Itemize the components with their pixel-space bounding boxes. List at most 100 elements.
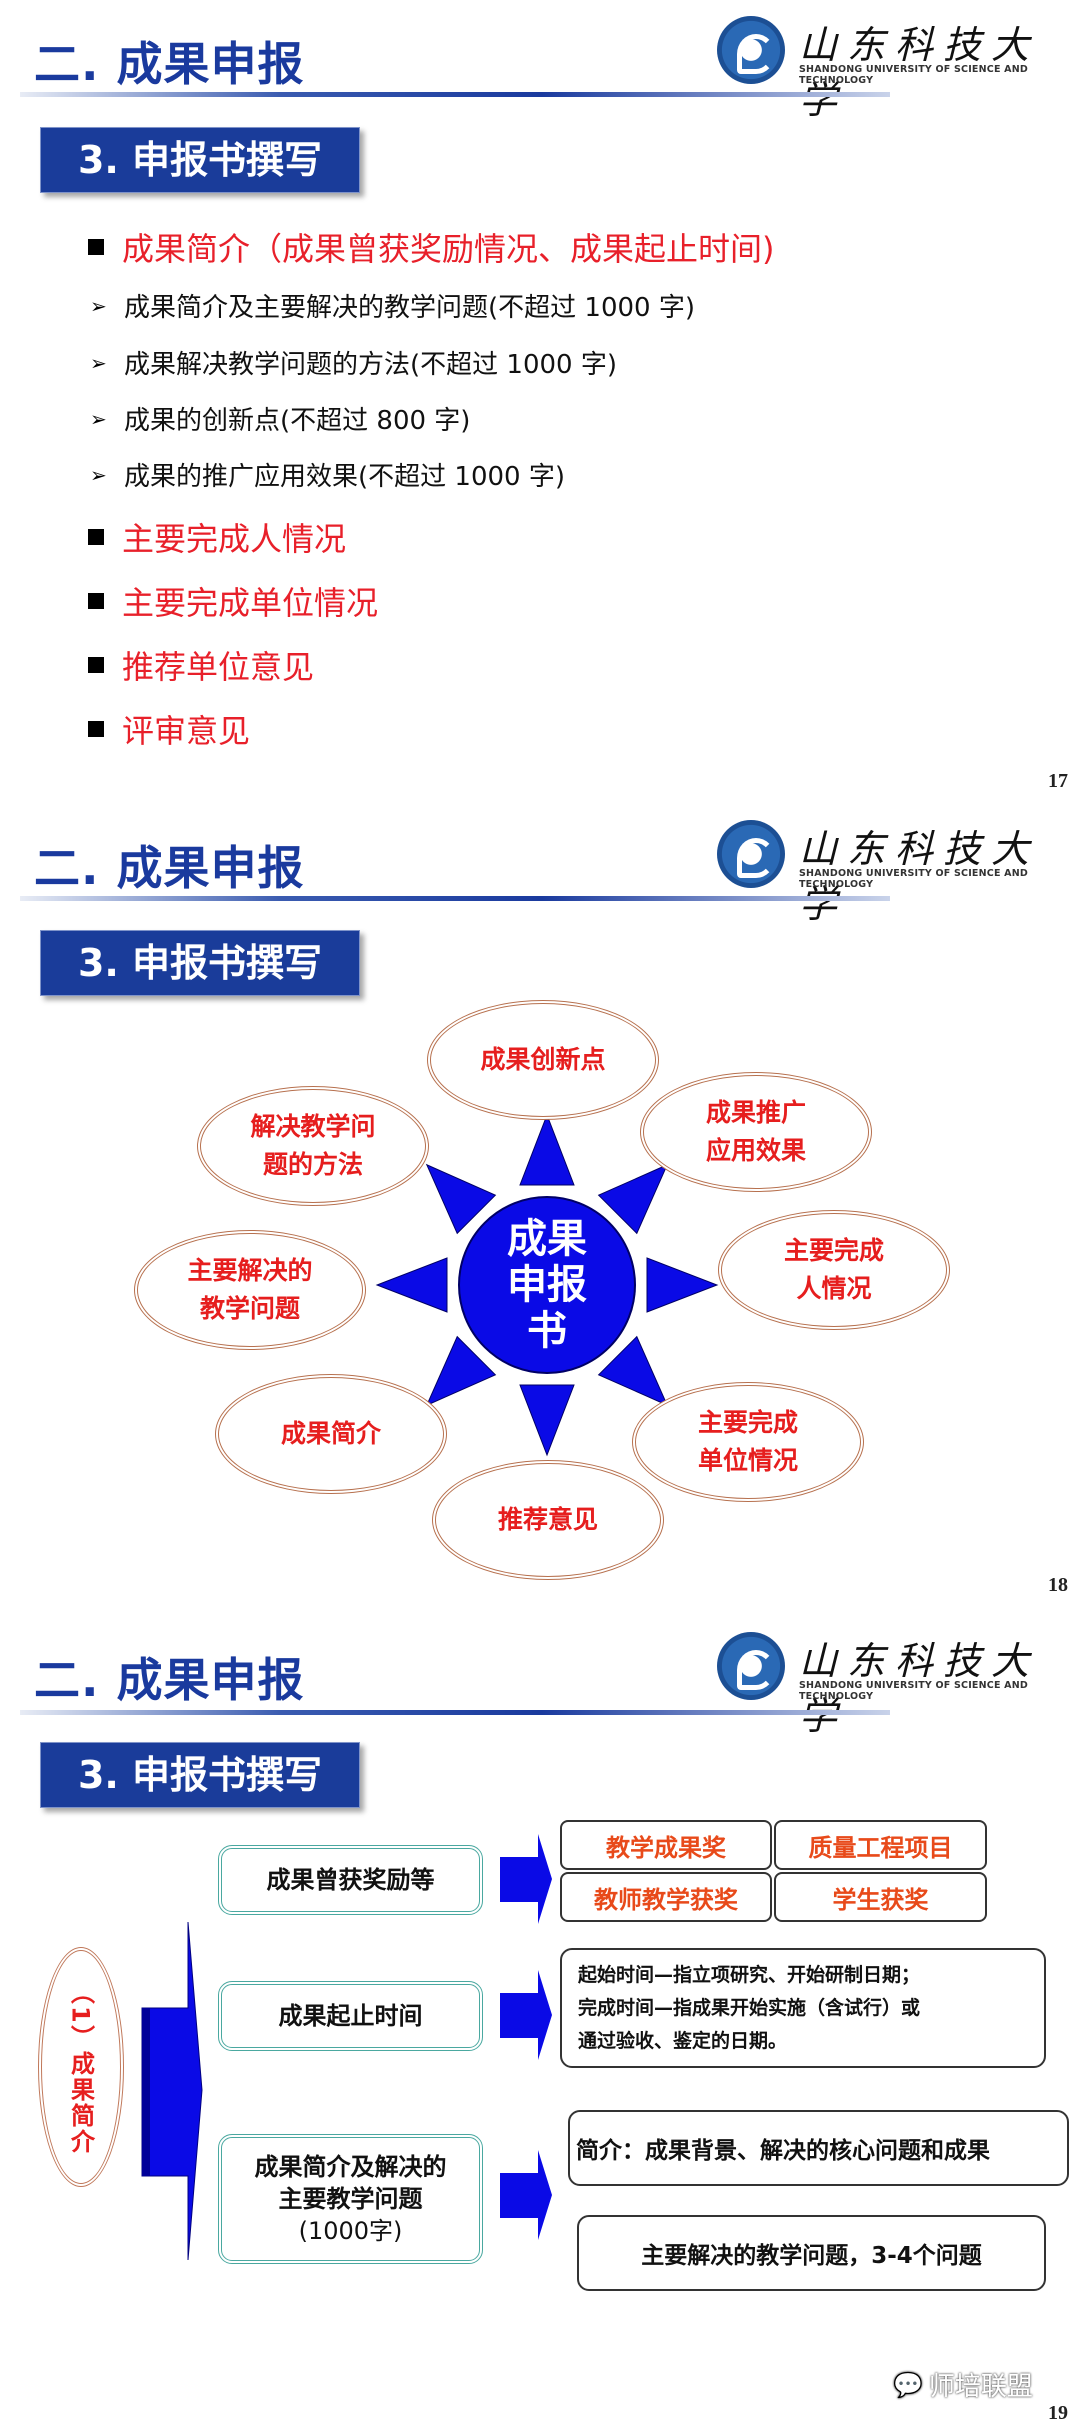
page-number: 19 xyxy=(1048,2402,1068,2424)
root-node: （1）成果简介 xyxy=(38,1947,124,2187)
branch-text: 成果曾获奖励等 xyxy=(266,1866,435,1894)
period-line: 完成时间—指成果开始实施（含试行）或 xyxy=(578,1996,921,2019)
arrow-bullet-icon: ➢ xyxy=(90,406,107,431)
root-text: （1）成果简介 xyxy=(66,1979,95,2155)
arrow-right-icon xyxy=(500,1834,552,1924)
sub-bullet-item: ➢成果简介及主要解决的教学问题(不超过 1000 字) xyxy=(90,287,695,324)
pointer-triangle xyxy=(597,1335,669,1407)
node-innovation: 成果创新点 xyxy=(427,1000,659,1120)
bracket-arrow-icon xyxy=(141,1921,203,2261)
logo-chinese-name: 山东科技大学 xyxy=(799,827,1040,926)
intro-description: 简介：成果背景、解决的核心问题和成果 xyxy=(568,2110,1069,2186)
node-text: 成果简介 xyxy=(280,1419,381,1448)
branch-text: (1000字) xyxy=(298,2217,403,2245)
node-text: 应用效果 xyxy=(705,1136,806,1165)
university-logo: 山东科技大学 SHANDONG UNIVERSITY OF SCIENCE AN… xyxy=(717,1630,1067,1738)
node-text: 推荐意见 xyxy=(497,1505,598,1534)
title-divider xyxy=(20,896,890,901)
pointer-triangle xyxy=(519,1384,575,1457)
arrow-bullet-icon: ➢ xyxy=(90,462,107,487)
bullet-item: 推荐单位意见 xyxy=(88,642,314,688)
pointer-triangle xyxy=(646,1257,719,1313)
bullet-text: 成果的推广应用效果(不超过 1000 字) xyxy=(124,462,565,492)
bullet-text: 成果简介（成果曾获奖励情况、成果起止时间) xyxy=(122,230,775,268)
sub-bullet-item: ➢ 成果的推广应用效果(不超过 1000 字) xyxy=(90,456,565,493)
node-text: 解决教学问 xyxy=(250,1112,376,1141)
period-line: 起始时间—指立项研究、开始研制日期； xyxy=(578,1963,921,1986)
title-divider xyxy=(20,1710,890,1715)
bullet-text: 成果解决教学问题的方法(不超过 1000 字) xyxy=(124,350,617,380)
center-text: 成果 xyxy=(507,1216,587,1262)
wechat-icon: 💬 xyxy=(893,2370,923,2399)
award-tag: 学生获奖 xyxy=(774,1872,987,1922)
center-text: 书 xyxy=(527,1308,567,1354)
square-bullet-icon xyxy=(88,239,104,255)
branch-awards: 成果曾获奖励等 xyxy=(218,1845,483,1915)
subsection-title: 3. 申报书撰写 xyxy=(40,1742,360,1808)
period-line: 通过验收、鉴定的日期。 xyxy=(578,2029,788,2052)
pointer-triangle xyxy=(519,1113,575,1186)
node-recommendation: 推荐意见 xyxy=(432,1460,664,1580)
pointer-triangle xyxy=(375,1257,448,1313)
bullet-item: 主要完成人情况 xyxy=(88,514,346,560)
page-number: 17 xyxy=(1048,770,1068,792)
node-text: 题的方法 xyxy=(262,1150,363,1179)
node-promotion: 成果推广应用效果 xyxy=(640,1072,872,1192)
bullet-text: 推荐单位意见 xyxy=(122,648,315,686)
award-tag: 质量工程项目 xyxy=(774,1820,987,1870)
university-logo: 山东科技大学 SHANDONG UNIVERSITY OF SCIENCE AN… xyxy=(717,14,1067,122)
pointer-triangle xyxy=(425,1163,497,1235)
pointer-triangle xyxy=(597,1163,669,1235)
watermark-text: 师培联盟 xyxy=(928,2372,1033,2402)
branch-text: 主要教学问题 xyxy=(278,2185,423,2213)
node-text: 主要完成 xyxy=(783,1236,884,1265)
university-seal-icon xyxy=(717,16,785,84)
pointer-triangle xyxy=(425,1335,497,1407)
bullet-text: 主要完成单位情况 xyxy=(122,584,379,622)
node-text: 单位情况 xyxy=(697,1446,798,1475)
branch-summary: 成果简介及解决的主要教学问题(1000字) xyxy=(218,2134,483,2264)
page-number: 18 xyxy=(1048,1574,1068,1596)
bullet-text: 成果简介及主要解决的教学问题(不超过 1000 字) xyxy=(124,293,695,323)
node-main-problems: 主要解决的教学问题 xyxy=(134,1230,366,1350)
section-title: 二. 成果申报 xyxy=(34,841,305,895)
node-text: 主要完成 xyxy=(697,1408,798,1437)
bullet-text: 主要完成人情况 xyxy=(122,520,347,558)
title-divider xyxy=(20,92,890,97)
square-bullet-icon xyxy=(88,593,104,609)
subsection-title: 3. 申报书撰写 xyxy=(40,127,360,193)
bullet-text: 评审意见 xyxy=(122,712,251,750)
sub-bullet-item: ➢ 成果解决教学问题的方法(不超过 1000 字) xyxy=(90,344,617,381)
node-text: 教学问题 xyxy=(199,1294,300,1323)
square-bullet-icon xyxy=(88,721,104,737)
center-node: 成果申报书 xyxy=(458,1196,636,1374)
logo-english-name: SHANDONG UNIVERSITY OF SCIENCE AND TECHN… xyxy=(799,64,1028,86)
branch-text: 成果起止时间 xyxy=(278,2002,423,2030)
square-bullet-icon xyxy=(88,657,104,673)
arrow-bullet-icon: ➢ xyxy=(90,350,107,375)
section-title: 二. 成果申报 xyxy=(34,37,305,91)
node-text: 成果推广 xyxy=(705,1098,806,1127)
square-bullet-icon xyxy=(88,529,104,545)
node-main-people: 主要完成人情况 xyxy=(718,1210,950,1330)
center-text: 申报 xyxy=(507,1262,587,1308)
bullet-item: 成果简介（成果曾获奖励情况、成果起止时间) xyxy=(88,224,775,270)
logo-english-name: SHANDONG UNIVERSITY OF SCIENCE AND TECHN… xyxy=(799,868,1028,890)
branch-period: 成果起止时间 xyxy=(218,1981,483,2051)
node-main-units: 主要完成单位情况 xyxy=(632,1382,864,1502)
university-seal-icon xyxy=(717,1632,785,1700)
bullet-text: 成果的创新点(不超过 800 字) xyxy=(124,406,471,436)
node-text: 人情况 xyxy=(796,1274,872,1303)
logo-chinese-name: 山东科技大学 xyxy=(799,1639,1040,1738)
university-logo: 山东科技大学 SHANDONG UNIVERSITY OF SCIENCE AN… xyxy=(717,818,1067,926)
arrow-right-icon xyxy=(500,1970,552,2060)
bullet-item: 评审意见 xyxy=(88,706,250,752)
logo-english-name: SHANDONG UNIVERSITY OF SCIENCE AND TECHN… xyxy=(799,1680,1028,1702)
node-text: 主要解决的 xyxy=(187,1256,313,1285)
node-methods: 解决教学问题的方法 xyxy=(197,1086,429,1206)
award-tag: 教师教学获奖 xyxy=(560,1872,772,1922)
sub-bullet-item: ➢ 成果的创新点(不超过 800 字) xyxy=(90,400,470,437)
problems-description: 主要解决的教学问题，3-4个问题 xyxy=(577,2215,1046,2291)
logo-chinese-name: 山东科技大学 xyxy=(799,23,1040,122)
